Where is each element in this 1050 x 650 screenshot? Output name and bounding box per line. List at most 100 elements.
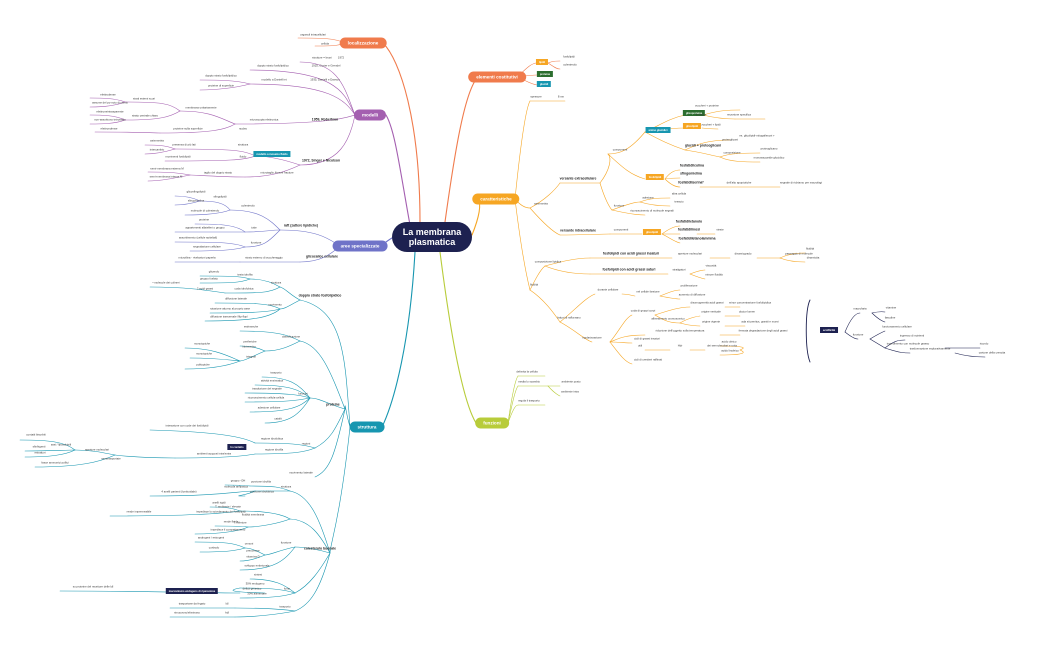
node-label[interactable]: versante intracellulare [560,228,596,233]
node-label[interactable]: appartenenti allatelleri o gruppo [185,225,225,230]
node-label[interactable]: asimmetria [150,138,164,143]
node-label[interactable]: passaggio di molecole [785,251,813,256]
node-label[interactable]: contatti bisorbiti [26,432,46,437]
node-label[interactable]: zuccheri + lipidi [701,122,721,127]
node-label[interactable]: testa idrofila [237,272,253,277]
node-label[interactable]: colesterolo [563,62,577,67]
node-label[interactable]: recezione specifica [727,112,751,117]
topic-modelli[interactable]: modelli [353,109,387,121]
node-label[interactable]: versante extracellulare [559,176,597,181]
node-label[interactable]: fasudine [884,315,896,320]
node-label[interactable]: molecole di colesterolo [190,208,220,213]
node-label[interactable]: es. glicolipidi-mitogafissovi + [739,133,775,138]
node-label[interactable]: trasporto [279,604,291,609]
node-label[interactable]: adesione [642,195,654,200]
node-label[interactable]: nucleo [238,126,248,131]
node-label[interactable]: durante cellulare [597,287,619,292]
node-label[interactable]: ada sit penitus, graniti e morsi [741,319,779,324]
node-label[interactable]: delimita la cellula [516,369,538,374]
node-label[interactable]: struttura [280,484,292,489]
node-label[interactable]: proteine [198,217,210,222]
node-label[interactable]: ricordo [979,341,989,346]
node-label[interactable]: ripolarizzazione [582,335,602,340]
node-label[interactable]: monotopiche [195,351,213,356]
node-label[interactable]: utili [637,343,643,348]
node-label[interactable]: funzionamento cellulare [882,324,912,329]
node-label[interactable]: origine vigente [701,319,721,324]
node-label[interactable]: non-assorbono tetrossido [94,117,126,122]
node-label[interactable]: 1972, Singer e Nicolson [301,158,341,163]
node-label[interactable]: glicerolo [208,269,220,274]
node-label[interactable]: gruppo fosfato [200,276,218,281]
node-label[interactable]: aperture molecolari [678,251,702,256]
node-label[interactable]: 1935, Danielli e Davson [310,77,340,82]
node-label[interactable]: componenti [612,147,628,152]
node-label[interactable]: doppio strato fosfolipidico [205,73,237,78]
node-label[interactable]: cicli di cresiteri raffinati [633,357,663,362]
node-label[interactable]: dei sermolecolari e rotta [707,343,737,348]
node-label[interactable]: vitamina D [246,554,260,559]
node-label[interactable]: funzioni [298,391,308,396]
node-label[interactable]: diffusione laterale [225,296,247,301]
node-label[interactable]: dinamicita [806,255,820,260]
node-label[interactable]: viscosità [705,263,717,268]
node-label[interactable]: periferiche [243,339,257,344]
node-label[interactable]: zuccheri + proteine [695,103,719,108]
node-label[interactable]: rimuovono/eliminano [174,610,200,615]
node-label[interactable]: catalit [274,416,282,421]
highlight-tag[interactable]: glicolipidi [642,229,662,235]
node-label[interactable]: cortisolo [208,545,220,550]
node-label[interactable]: regione idrofobica [260,436,284,441]
node-label[interactable]: acido linoleico [721,348,739,353]
node-label[interactable]: proteoglicano [760,146,778,151]
node-label[interactable]: nel cellule farsione [636,289,660,294]
node-label[interactable]: macrofaria [853,306,867,311]
node-label[interactable]: tutte [251,225,257,230]
node-label[interactable]: assorbimento (cellule epiteliali) [178,235,218,240]
node-label[interactable]: estrattori [34,450,46,455]
node-label[interactable]: porzione idrofila [251,479,271,484]
node-label[interactable]: 30% alimentare [247,591,267,596]
node-label[interactable]: fonte [283,586,291,591]
node-label[interactable]: funzione [280,540,292,545]
node-label[interactable]: microtaglio /freeze fracture [260,170,294,175]
node-label[interactable]: fosfatidilinosi [677,227,701,232]
node-label[interactable]: • molecole dei colineri [152,280,180,285]
node-label[interactable]: fosfatidiletanolo [675,219,703,224]
node-label[interactable]: altra cellula [671,191,687,196]
node-label[interactable]: deficit genetico [242,586,262,591]
node-label[interactable]: dinamicgrado [734,251,752,256]
node-label[interactable]: colesterolo buonale [303,546,337,551]
node-label[interactable]: gruppo -OH [230,478,246,483]
topic-funzioni[interactable]: funzioni [475,417,509,429]
node-label[interactable]: movimento [268,302,282,307]
node-label[interactable]: struttura [270,280,282,285]
node-label[interactable]: interazione con code dei fosfolipidi [165,423,209,428]
node-label[interactable]: doppio strato fosfolipidico [298,293,342,298]
topic-struttura[interactable]: struttura [349,421,385,433]
node-label[interactable]: proteine sulla superficie [173,126,203,131]
node-label[interactable]: proliferazione [680,283,698,288]
node-label[interactable]: trasporto [270,370,282,375]
node-label[interactable]: impedisce il compattamento [210,527,246,532]
node-label[interactable]: funzione [695,112,707,117]
node-label[interactable]: estrinseche [243,324,259,329]
node-label[interactable]: funzione [852,332,864,337]
node-label[interactable]: fluidità membrana [241,512,265,517]
node-label[interactable]: sfinfrigenti [32,444,46,449]
node-label[interactable]: presenza di più lati [172,142,196,147]
node-label[interactable]: composizione lipidica [534,259,562,264]
node-label[interactable]: disomogeneità acidi grassi [690,300,724,305]
node-label[interactable]: asimmetria [534,201,548,206]
node-label[interactable]: organuli intracellulari [300,32,326,37]
node-label[interactable]: su proteine del recettore delle ldl [72,584,114,589]
node-label[interactable]: precursore [246,548,260,553]
highlight-tag[interactable]: In contatto [227,444,247,450]
node-label[interactable]: taglio del doppio strato [203,170,233,175]
node-label[interactable]: semitrasportate [101,456,121,461]
node-label[interactable]: rende fluida [223,519,239,524]
highlight-tag[interactable]: modello a mosaico fluido [253,151,291,157]
node-label[interactable]: fermata degradazione degli acidi grassi [738,328,788,333]
highlight-tag[interactable]: amino glucidici [645,127,671,133]
node-label[interactable]: sviluppo embrionale [244,563,270,568]
